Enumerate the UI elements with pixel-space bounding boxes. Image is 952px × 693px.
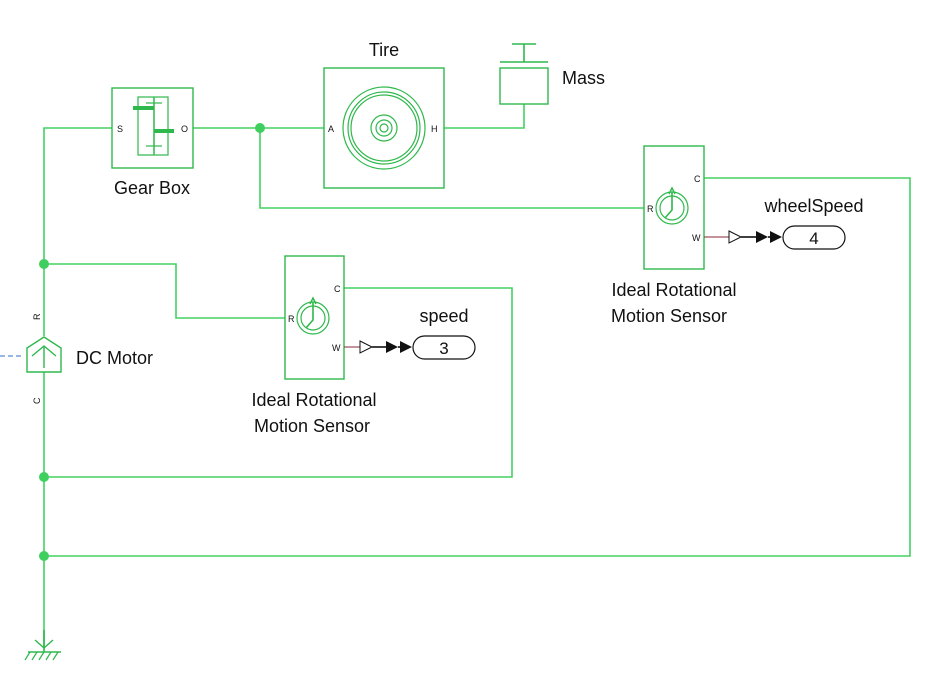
wire-gearbox-s-to-motor-r[interactable] [43,127,112,310]
wire-sensor1-r[interactable] [44,263,285,319]
sensor1-port-w: W [332,343,341,353]
motion-sensor-2-block[interactable]: R C W [643,145,705,270]
dc-motor-port-c: C [32,397,42,404]
outport-wheel-number: 4 [809,229,818,248]
gearbox-block[interactable]: S O [111,87,194,169]
dc-motor-label: DC Motor [76,348,153,368]
gear-icon [133,96,174,156]
sensor1-label-line2: Motion Sensor [254,416,370,436]
wire-tire-h-to-mass[interactable] [444,104,525,129]
sensor1-port-c: C [334,284,341,294]
outport-wheel-label: wheelSpeed [763,196,863,216]
dc-motor-block[interactable]: R C [26,310,62,404]
outport-wheel-speed[interactable]: 4 [782,225,846,250]
gearbox-port-o: O [181,124,188,134]
sensor1-port-r: R [288,314,295,324]
motion-sensor-1-block[interactable]: R C W [284,255,345,380]
tire-label: Tire [369,40,399,60]
outport-speed-number: 3 [439,339,448,358]
tire-block[interactable]: A H [323,67,445,189]
signal-speed[interactable] [344,340,412,354]
wire-sensor1-c-to-ref[interactable] [44,287,513,478]
sensor2-port-w: W [692,233,701,243]
junction-dot [39,259,49,269]
sensor2-port-r: R [647,204,654,214]
tire-icon [342,86,426,170]
motor-icon [26,336,62,373]
gauge-icon [296,296,330,335]
wire-to-sensor2-r[interactable] [259,128,644,209]
gearbox-label: Gear Box [114,178,190,198]
outport-speed[interactable]: 3 [412,335,476,360]
junction-dot [255,123,265,133]
mass-label: Mass [562,68,605,88]
gearbox-port-s: S [117,124,123,134]
ground-reference-icon[interactable] [24,630,61,661]
tire-port-h: H [431,124,438,134]
sensor2-label-line2: Motion Sensor [611,306,727,326]
physical-connections [39,104,911,648]
junction-dot [39,472,49,482]
signal-wheel-speed[interactable] [704,230,782,244]
tire-port-a: A [328,124,334,134]
sensor1-label-line1: Ideal Rotational [251,390,376,410]
outport-speed-label: speed [419,306,468,326]
wire-sensor2-c-to-ref[interactable] [44,177,911,557]
gauge-icon [655,186,689,225]
mass-block[interactable] [499,43,549,105]
dc-motor-port-r: R [32,313,42,320]
sensor2-label-line1: Ideal Rotational [611,280,736,300]
sensor2-port-c: C [694,174,701,184]
junction-dot [39,551,49,561]
